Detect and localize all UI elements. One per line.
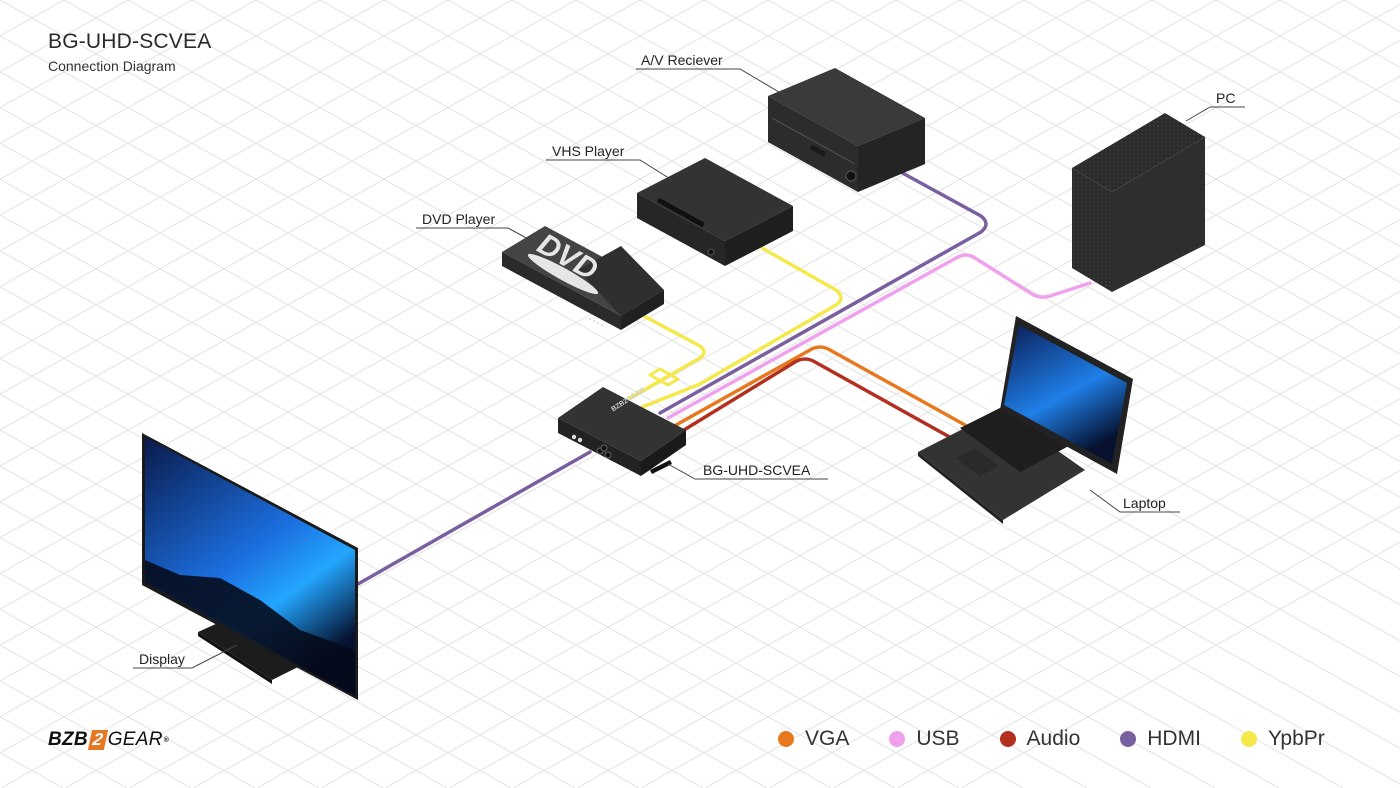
registered-mark: ® (163, 736, 170, 744)
logo-badge: 2 (87, 730, 108, 750)
av-receiver-device[interactable] (768, 68, 925, 192)
callout-leaders (133, 68, 1245, 669)
converter-device[interactable]: BZB2GEAR (558, 387, 686, 476)
laptop-screen (1004, 325, 1127, 464)
label-converter: BG-UHD-SCVEA (703, 462, 811, 478)
legend-dot-ypbpr (1240, 731, 1257, 747)
leader-converter (667, 463, 828, 480)
legend-label-usb: USB (916, 727, 960, 750)
leader-av-receiver (636, 68, 785, 96)
legend-dot-hdmi (1120, 731, 1137, 747)
leader-pc (1185, 106, 1245, 122)
dvd-player-device[interactable]: DVD (502, 226, 664, 330)
legend-label-hdmi: HDMI (1147, 727, 1201, 750)
legend-item-usb: USB (889, 727, 960, 751)
cable-audio-laptop (682, 357, 957, 442)
cable-ypbpr-dvd (628, 312, 706, 400)
cable-hdmi-av (658, 168, 988, 415)
cable-vga-laptop (674, 345, 967, 427)
logo-text-right: GEAR (107, 729, 163, 750)
leader-vhs (546, 159, 673, 181)
laptop-device[interactable] (918, 316, 1133, 524)
legend-dot-audio (999, 731, 1016, 747)
volume-knob-icon (845, 170, 857, 182)
legend-item-vga: VGA (778, 727, 849, 751)
leader-laptop (1089, 489, 1180, 513)
display-device[interactable] (142, 433, 358, 700)
label-dvd-player: DVD Player (422, 211, 496, 227)
page-subtitle: Connection Diagram (48, 58, 176, 74)
leader-display (133, 644, 238, 669)
legend-item-hdmi: HDMI (1120, 727, 1201, 751)
label-laptop: Laptop (1123, 495, 1166, 511)
legend-dot-usb (889, 731, 906, 747)
legend-dot-vga (778, 731, 794, 747)
brand-logo: BZB 2 GEAR ® (48, 729, 169, 751)
label-vhs-player: VHS Player (552, 143, 625, 159)
logo-text-left: BZB (48, 729, 88, 750)
legend-item-ypbpr: YpbPr (1240, 727, 1325, 751)
pc-tower-device[interactable] (1071, 113, 1206, 292)
cables (356, 168, 1092, 586)
label-av-receiver: A/V Reciever (641, 52, 723, 68)
cable-usb-pc (666, 253, 1092, 420)
legend-label-audio: Audio (1026, 727, 1081, 750)
label-display: Display (139, 651, 185, 667)
legend-label-vga: VGA (805, 727, 850, 750)
cable-ypbpr-vhs (638, 246, 843, 410)
cable-legend: VGA USB Audio HDMI YpbPr (778, 727, 1325, 751)
legend-item-audio: Audio (999, 727, 1081, 751)
vhs-player-device[interactable] (637, 158, 793, 266)
page-title: BG-UHD-SCVEA (48, 30, 212, 53)
leader-dvd (416, 227, 533, 242)
cable-hdmi-display (356, 450, 592, 586)
legend-label-ypbpr: YpbPr (1267, 727, 1325, 750)
cable-ypbpr-dvd-2 (648, 367, 680, 387)
label-pc: PC (1216, 90, 1236, 106)
